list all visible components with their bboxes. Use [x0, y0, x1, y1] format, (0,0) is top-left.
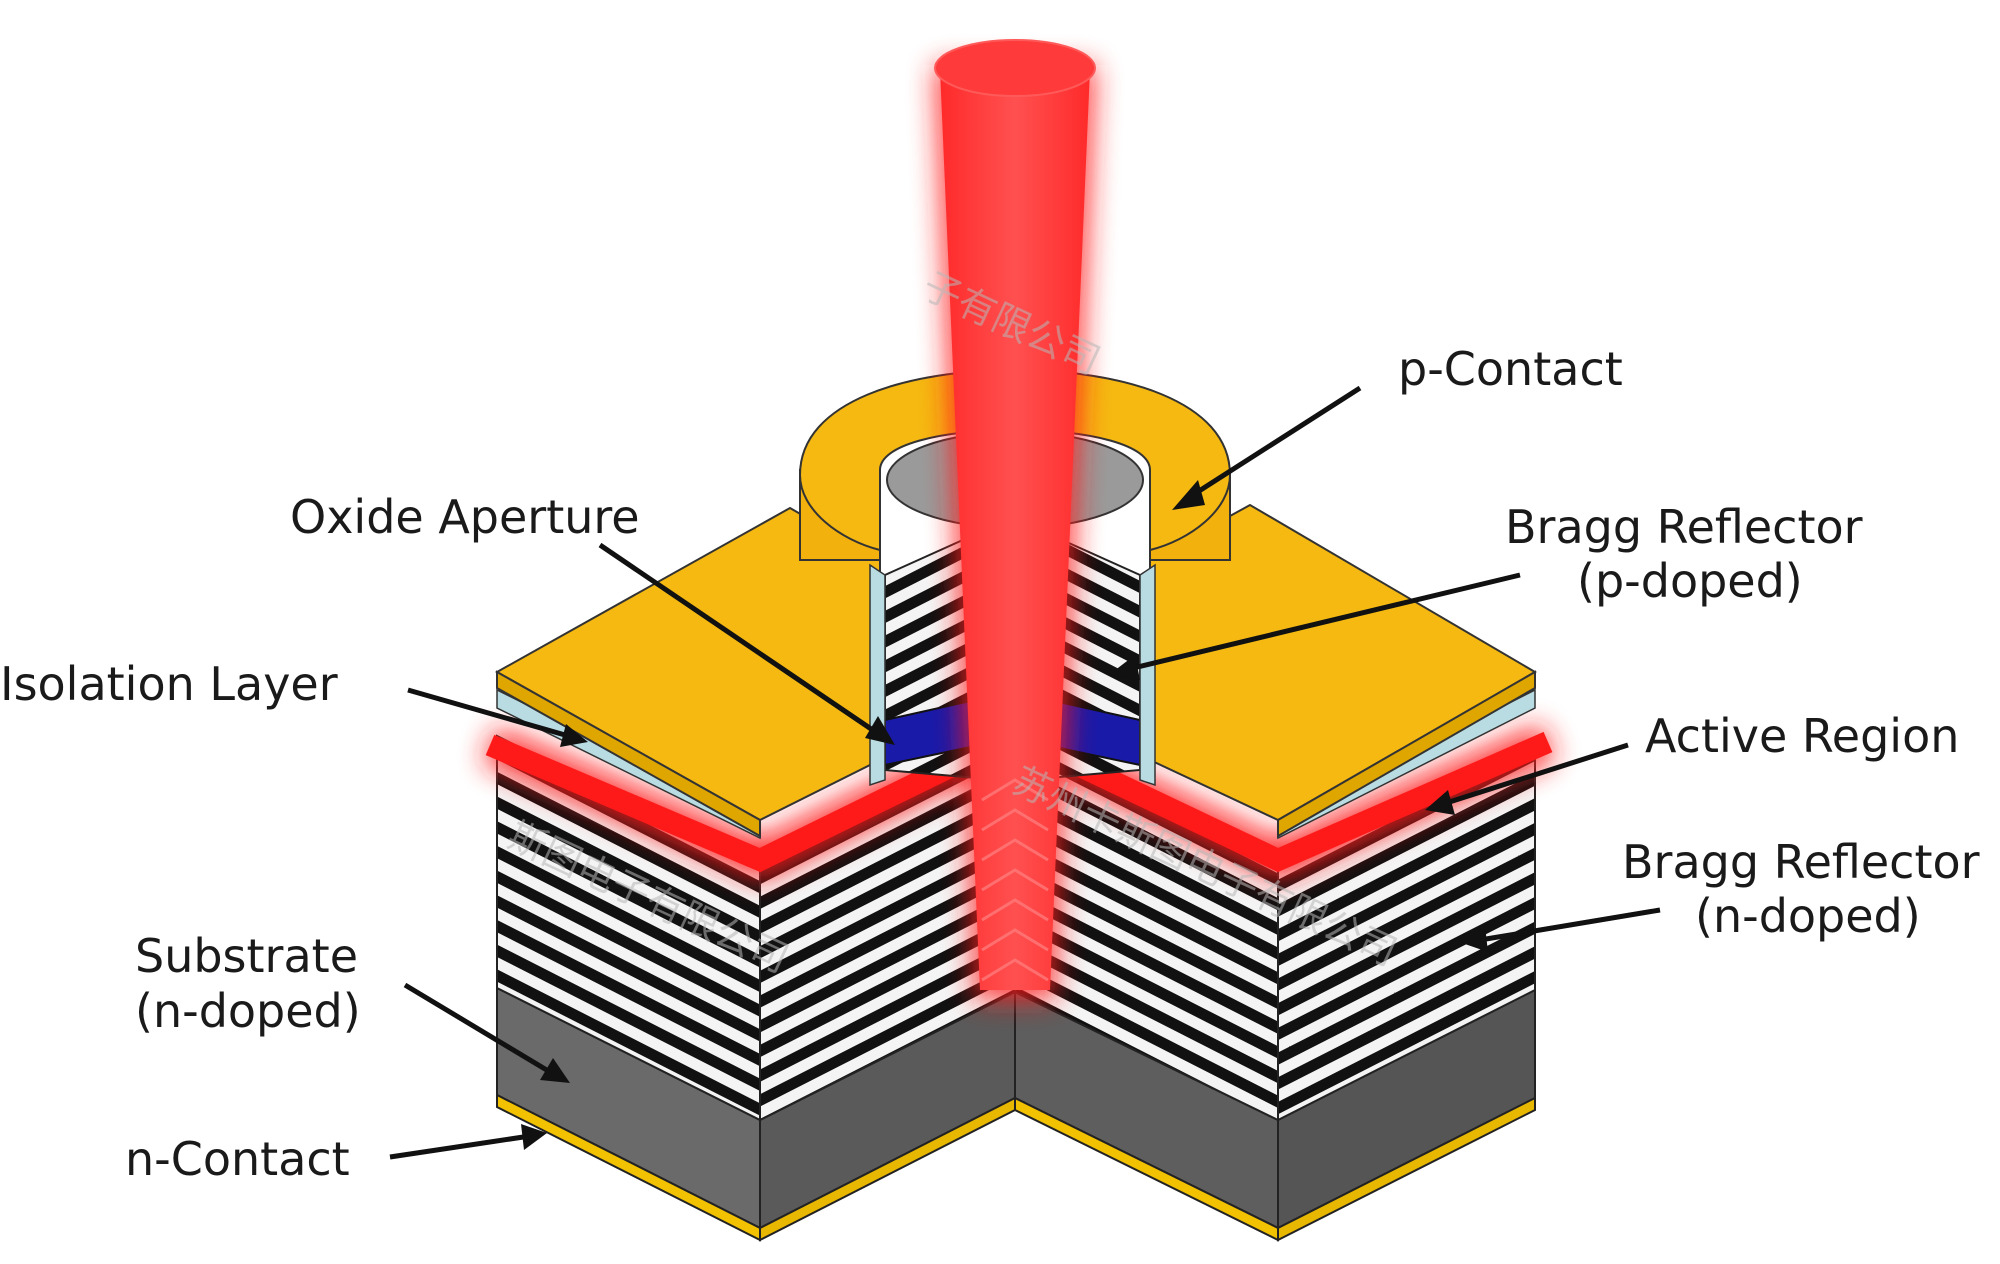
arrow-substrate	[403, 982, 557, 1078]
arrow-isolation	[407, 687, 573, 740]
n-contact-layer	[496, 1093, 1536, 1242]
bragg-reflector-n-block	[496, 734, 1536, 1122]
label-bragg-n-line2: (n-doped)	[1695, 889, 1921, 943]
arrow-bragg-p	[1124, 572, 1521, 673]
label-n-contact: n-Contact	[125, 1132, 350, 1186]
label-active-region: Active Region	[1645, 709, 1959, 763]
arrow-p-contact	[1183, 385, 1362, 503]
laser-beam	[934, 39, 1096, 1000]
arrow-n-contact	[389, 1133, 531, 1160]
label-substrate-line1: Substrate	[135, 929, 358, 983]
p-contact-pad	[494, 503, 1537, 838]
label-isolation-layer: Isolation Layer	[0, 657, 338, 711]
label-bragg-n-line1: Bragg Reflector	[1622, 835, 1980, 889]
label-substrate-line2: (n-doped)	[135, 984, 361, 1038]
label-bragg-p-line2: (p-doped)	[1577, 554, 1803, 608]
arrow-active-region	[1439, 742, 1629, 808]
label-p-contact: p-Contact	[1398, 342, 1623, 396]
label-bragg-p-line1: Bragg Reflector	[1505, 500, 1863, 554]
arrow-oxide-aperture	[598, 542, 882, 738]
arrow-bragg-n	[1479, 907, 1661, 943]
arrows	[389, 385, 1661, 1160]
label-oxide-aperture: Oxide Aperture	[290, 490, 640, 544]
